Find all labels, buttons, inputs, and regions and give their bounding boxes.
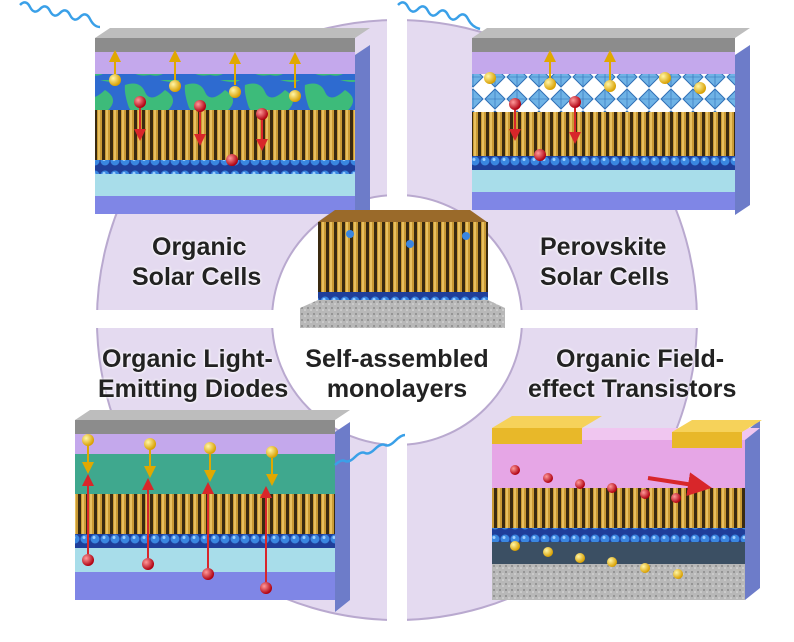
oled-device-stack [75,410,406,612]
photon-wave-icon [19,1,101,29]
oled-holes [82,434,278,486]
ofet-drain-electrode [672,420,762,448]
ofet-source-electrode [492,416,602,444]
ofet-electrons [510,465,681,503]
ofet-label-line1: Organic Field- [556,345,725,373]
osc-label-line1: Organic [152,233,247,261]
oled-label-line1: Organic Light- [102,345,273,373]
center-label-line2: monolayers [326,375,468,403]
oled-label-line2: Emitting Diodes [98,375,289,403]
oled-electrons [82,474,272,594]
charge-transport-arrow-icon [647,472,712,497]
psc-holes [484,50,706,94]
psc-label-line2: Solar Cells [540,263,670,291]
sam-center-structure [300,210,505,328]
ofet-label-line2: effect Transistors [528,375,737,403]
osc-electrons [134,96,268,166]
photon-wave-icon [334,433,406,466]
osc-label-line2: Solar Cells [132,263,262,291]
photon-wave-icon [397,1,481,31]
osc-holes [109,50,301,102]
psc-label-line1: Perovskite [540,233,667,261]
ofet-device-stack [492,416,762,600]
ofet-holes [510,541,683,579]
osc-device-stack [19,1,370,222]
psc-device-stack [397,1,750,215]
psc-electrons [509,96,581,161]
center-label-line1: Self-assembled [305,345,489,373]
